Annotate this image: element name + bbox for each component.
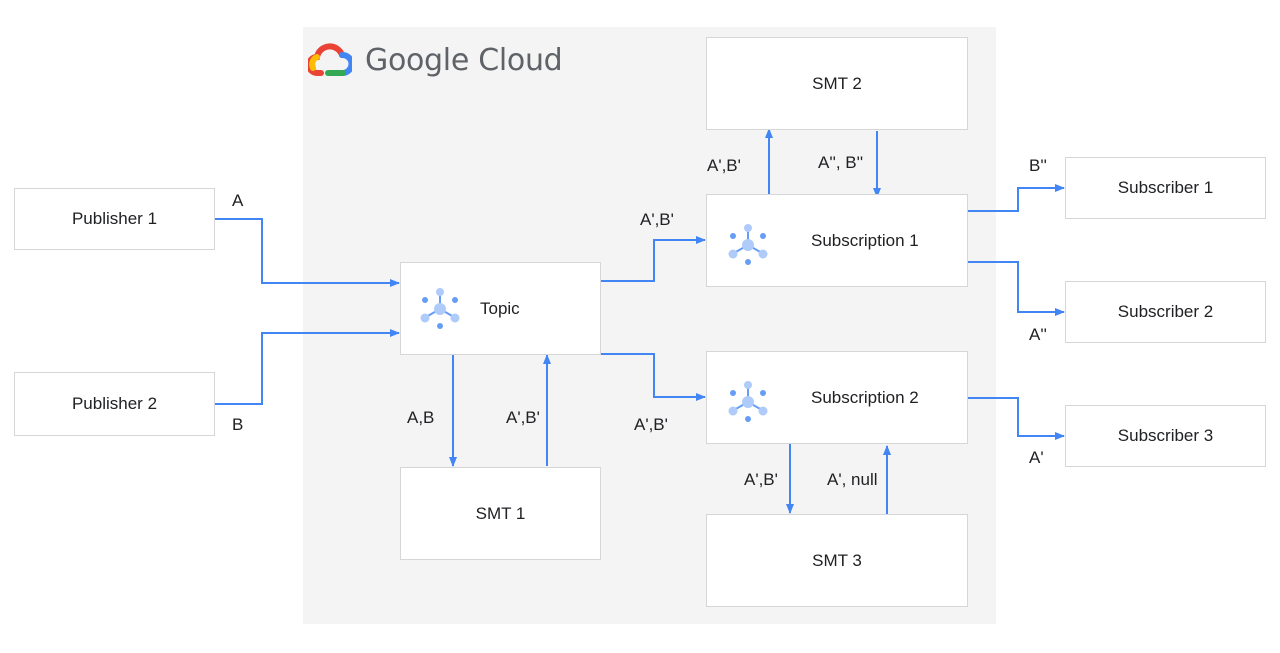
subscriber-2-label: Subscriber 2 [1117, 302, 1214, 321]
subscriber-1-label: Subscriber 1 [1117, 178, 1214, 197]
arrow-subscription2-to-subscriber3 [968, 397, 1065, 440]
subscriber-3-node: Subscriber 3 [1065, 405, 1266, 467]
subscriber-1-node: Subscriber 1 [1065, 157, 1266, 219]
subscriber-2-node: Subscriber 2 [1065, 281, 1266, 343]
arrow-publisher1-to-topic [214, 218, 400, 287]
smt-1-node: SMT 1 [400, 467, 601, 560]
subscriber-3-label: Subscriber 3 [1117, 426, 1214, 445]
arrow-topic-to-subscription1 [600, 236, 706, 282]
publisher-2-node: Publisher 2 [14, 372, 215, 436]
edge-label-topic-sub1: A',B' [640, 210, 674, 229]
smt-1-label: SMT 1 [475, 503, 526, 523]
smt-3-node: SMT 3 [706, 514, 968, 607]
pubsub-icon [420, 288, 460, 329]
pubsub-icon [728, 381, 768, 422]
google-cloud-logo-icon [308, 43, 352, 76]
edge-label-pub1-topic: A [232, 191, 244, 210]
smt-3-label: SMT 3 [812, 550, 862, 570]
smt-2-node: SMT 2 [706, 37, 968, 130]
subscription-2-label: Subscription 2 [811, 387, 919, 407]
arrow-subscription1-to-subscriber2 [968, 261, 1065, 316]
edge-label-topic-smt1: A,B [407, 408, 435, 427]
publisher-1-label: Publisher 1 [71, 209, 158, 228]
arrow-topic-to-subscription2 [600, 353, 706, 401]
smt-2-label: SMT 2 [812, 73, 862, 93]
edge-label-smt1-topic: A',B' [506, 408, 540, 427]
edge-label-topic-sub2: A',B' [634, 415, 668, 434]
edge-label-sub1-smt2: A',B' [707, 156, 741, 175]
subscription-1-label: Subscription 1 [811, 230, 919, 250]
pubsub-icon [728, 224, 768, 265]
edge-label-sub1-subscriber1: B'' [1029, 156, 1047, 175]
topic-label: Topic [480, 298, 520, 318]
publisher-1-node: Publisher 1 [14, 188, 215, 250]
brand-name: Google Cloud [365, 42, 563, 78]
edge-label-pub2-topic: B [232, 415, 244, 434]
edge-label-sub1-subscriber2: A'' [1029, 325, 1047, 344]
publisher-2-label: Publisher 2 [71, 394, 158, 413]
arrow-subscription1-to-subscriber1 [968, 184, 1065, 212]
subscription-2-node: Subscription 2 [706, 351, 968, 444]
topic-node: Topic [400, 262, 601, 355]
edge-label-smt2-sub1: A'', B'' [818, 153, 864, 172]
edge-label-smt3-sub2: A', null [827, 470, 878, 489]
subscription-1-node: Subscription 1 [706, 194, 968, 287]
edge-label-sub2-smt3: A',B' [744, 470, 778, 489]
edge-label-sub2-subscriber3: A' [1029, 448, 1044, 467]
google-cloud-brand: Google Cloud [308, 40, 563, 80]
arrow-publisher2-to-topic [214, 329, 400, 405]
